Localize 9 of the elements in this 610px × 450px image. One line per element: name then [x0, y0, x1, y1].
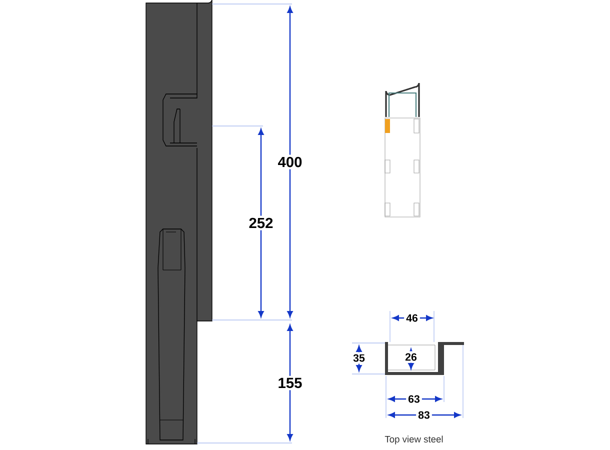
dimension-label: 35: [351, 352, 367, 364]
dimension-label: 155: [276, 376, 304, 390]
dimension-label: 26: [403, 351, 419, 363]
dimension-label: 83: [416, 409, 432, 421]
dimension-label: 400: [276, 154, 304, 170]
dimension-label: 46: [404, 312, 420, 324]
dimension-label: 252: [246, 216, 276, 230]
dimension-label: 63: [406, 393, 422, 405]
caption-text: Top view steel: [384, 436, 443, 444]
